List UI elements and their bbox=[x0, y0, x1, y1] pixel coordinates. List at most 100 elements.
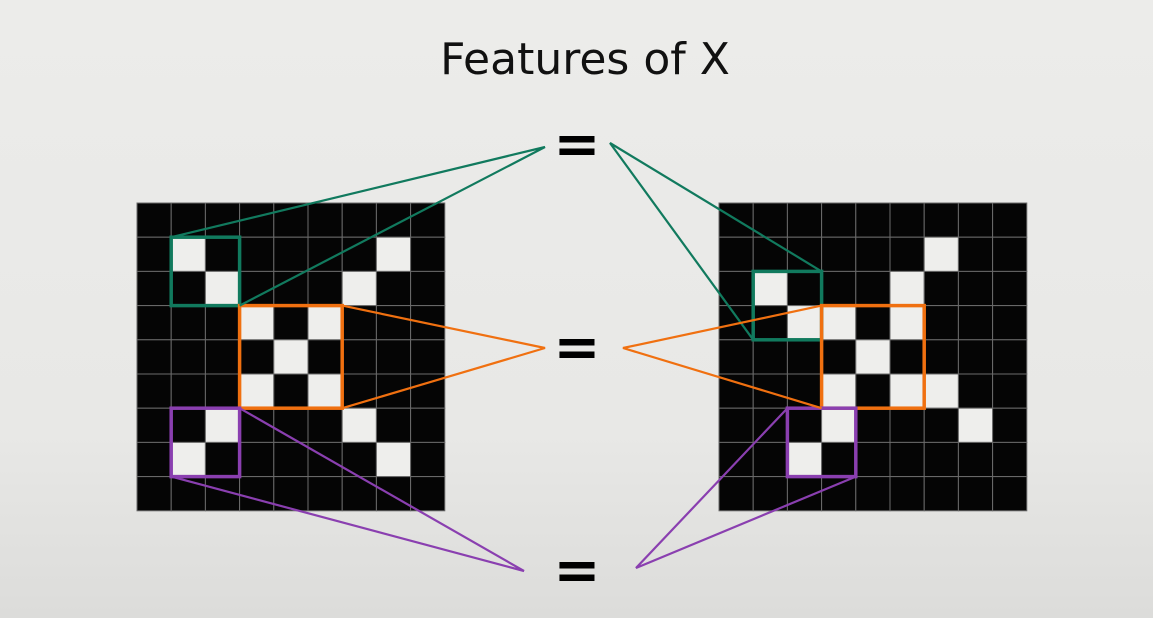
pixel-on bbox=[239, 305, 275, 341]
pixel-off bbox=[375, 270, 412, 307]
right-orange-connector bbox=[622, 304, 822, 410]
pixel-off bbox=[992, 236, 1028, 272]
pixel-off bbox=[170, 305, 206, 341]
pixel-off bbox=[273, 270, 309, 307]
pixel-off bbox=[821, 202, 857, 238]
pixel-off bbox=[923, 339, 959, 375]
pixel-off bbox=[410, 270, 446, 307]
pixel-off bbox=[718, 407, 754, 443]
pixel-on bbox=[204, 270, 241, 307]
pixel-off bbox=[204, 305, 241, 341]
pixel-off bbox=[992, 373, 1028, 409]
pixel-on bbox=[375, 441, 412, 478]
pixel-off bbox=[307, 339, 343, 375]
pixel-off bbox=[752, 441, 788, 478]
pixel-off bbox=[923, 476, 959, 512]
pixel-off bbox=[239, 476, 275, 512]
pixel-off bbox=[718, 305, 754, 341]
pixel-off bbox=[307, 441, 343, 478]
pixel-off bbox=[889, 476, 925, 512]
pixel-off bbox=[136, 476, 172, 512]
pixel-off bbox=[307, 476, 343, 512]
pixel-off bbox=[410, 441, 446, 478]
pixel-off bbox=[821, 236, 857, 272]
pixel-off bbox=[136, 305, 172, 341]
pixel-off bbox=[992, 441, 1028, 478]
pixel-off bbox=[992, 202, 1028, 238]
pixel-off bbox=[957, 202, 994, 238]
pixel-off bbox=[375, 305, 412, 341]
pixel-off bbox=[855, 373, 891, 409]
pixel-off bbox=[992, 407, 1028, 443]
pixel-off bbox=[375, 339, 412, 375]
pixel-on bbox=[170, 236, 206, 272]
pixel-on bbox=[821, 407, 857, 443]
pixel-off bbox=[136, 373, 172, 409]
pixel-off bbox=[273, 441, 309, 478]
slide-title: Features of X bbox=[440, 34, 730, 85]
left-orange-connector bbox=[341, 304, 546, 410]
pixel-off bbox=[718, 441, 754, 478]
right-grid-orange-feature-box bbox=[819, 303, 926, 410]
pixel-off bbox=[410, 339, 446, 375]
pixel-off bbox=[375, 407, 412, 443]
pixel-on bbox=[821, 305, 857, 341]
pixel-off bbox=[752, 339, 788, 375]
pixel-off bbox=[889, 407, 925, 443]
pixel-off bbox=[273, 305, 309, 341]
pixel-off bbox=[410, 407, 446, 443]
equals-sign-green: = bbox=[554, 112, 601, 177]
pixel-off bbox=[410, 236, 446, 272]
pixel-off bbox=[821, 339, 857, 375]
pixel-off bbox=[992, 305, 1028, 341]
pixel-on bbox=[821, 373, 857, 409]
pixel-off bbox=[957, 339, 994, 375]
pixel-off bbox=[136, 270, 172, 307]
pixel-on bbox=[239, 373, 275, 409]
pixel-off bbox=[204, 339, 241, 375]
pixel-off bbox=[273, 236, 309, 272]
pixel-off bbox=[855, 236, 891, 272]
pixel-on bbox=[341, 407, 377, 443]
pixel-off bbox=[170, 407, 206, 443]
right-grid bbox=[718, 202, 1028, 512]
pixel-off bbox=[410, 476, 446, 512]
pixel-off bbox=[170, 339, 206, 375]
pixel-off bbox=[752, 373, 788, 409]
left-grid-purple-feature-box bbox=[169, 406, 242, 479]
pixel-on bbox=[923, 236, 959, 272]
pixel-off bbox=[855, 305, 891, 341]
pixel-off bbox=[136, 339, 172, 375]
left-green-connector bbox=[170, 145, 546, 307]
pixel-off bbox=[889, 339, 925, 375]
pixel-off bbox=[855, 270, 891, 307]
right-green-connector bbox=[609, 142, 823, 341]
pixel-off bbox=[239, 441, 275, 478]
pixel-on bbox=[273, 339, 309, 375]
pixel-off bbox=[307, 407, 343, 443]
pixel-off bbox=[992, 476, 1028, 512]
pixel-off bbox=[136, 202, 172, 238]
pixel-on bbox=[307, 305, 343, 341]
pixel-off bbox=[239, 339, 275, 375]
left-purple-connector bbox=[170, 407, 525, 573]
pixel-on bbox=[889, 373, 925, 409]
pixel-off bbox=[136, 236, 172, 272]
pixel-off bbox=[136, 441, 172, 478]
pixel-on bbox=[957, 407, 994, 443]
pixel-off bbox=[923, 270, 959, 307]
pixel-off bbox=[957, 270, 994, 307]
pixel-off bbox=[855, 202, 891, 238]
pixel-off bbox=[375, 373, 412, 409]
pixel-off bbox=[239, 236, 275, 272]
left-grid bbox=[136, 202, 446, 512]
pixel-off bbox=[957, 236, 994, 272]
pixel-off bbox=[821, 476, 857, 512]
pixel-off bbox=[855, 476, 891, 512]
pixel-on bbox=[375, 236, 412, 272]
pixel-off bbox=[170, 373, 206, 409]
pixel-off bbox=[957, 441, 994, 478]
pixel-off bbox=[786, 407, 823, 443]
pixel-off bbox=[752, 305, 788, 341]
equals-sign-purple: = bbox=[554, 538, 601, 603]
